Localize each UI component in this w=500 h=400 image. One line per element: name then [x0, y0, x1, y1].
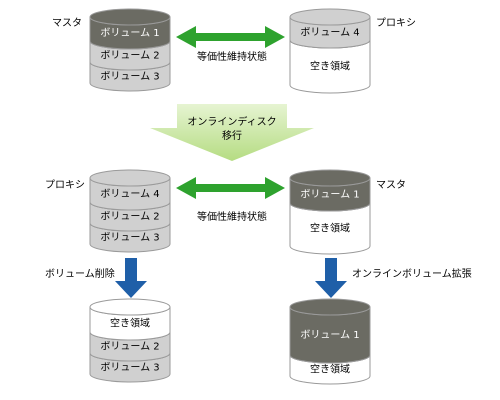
middle-right-role-label: マスタ [376, 179, 406, 191]
middle-left-disk-label-3: ボリューム 3 [100, 232, 159, 244]
middle-right-disk-label-1: ボリューム 1 [300, 189, 359, 201]
right-action-label: オンラインボリューム拡張 [352, 267, 472, 280]
bottom-left-disk-label-2: ボリューム 2 [100, 341, 159, 353]
middle-right-disk: 空き領域 ボリューム 1 [289, 169, 371, 255]
top-left-disk-label-1: ボリューム 1 [100, 27, 159, 39]
top-right-disk: 空き領域 ボリューム 4 [289, 8, 371, 94]
bottom-right-disk-label-1: ボリューム 1 [300, 329, 359, 341]
top-left-disk-section-1-top [89, 8, 171, 26]
top-sync-label: 等価性維持状態 [197, 50, 267, 63]
middle-left-disk-section-1-top [89, 169, 171, 187]
top-right-disk-section-1-top [289, 8, 371, 26]
middle-right-disk-section-1-top [289, 169, 371, 187]
migration-label-line2: 移行 [222, 129, 242, 142]
bottom-right-disk-label-2: 空き領域 [310, 363, 350, 376]
right-down-arrow [315, 258, 347, 298]
left-down-arrow [115, 258, 147, 298]
top-right-disk-label-1: ボリューム 4 [300, 27, 359, 39]
bottom-left-disk-section-1-top [89, 298, 171, 316]
middle-sync-label: 等価性維持状態 [197, 210, 267, 223]
left-action-label: ボリューム削除 [45, 267, 115, 280]
top-sync-arrow [176, 26, 285, 48]
top-left-role-label: マスタ [52, 17, 82, 29]
middle-left-role-label: プロキシ [45, 179, 85, 191]
bottom-left-disk-label-3: ボリューム 3 [100, 362, 159, 374]
bottom-left-disk-label-1: 空き領域 [110, 317, 150, 330]
top-right-disk-label-2: 空き領域 [310, 60, 350, 73]
bottom-right-disk: 空き領域 ボリューム 1 [289, 298, 371, 385]
migration-arrow [150, 104, 314, 161]
migration-label-line1: オンラインディスク [187, 115, 276, 128]
top-right-role-label: プロキシ [376, 17, 416, 29]
middle-left-disk-label-2: ボリューム 2 [100, 211, 159, 223]
middle-left-disk: ボリューム 3 ボリューム 2 ボリューム 4 [89, 169, 171, 253]
top-left-disk: ボリューム 3 ボリューム 2 ボリューム 1 [89, 8, 171, 92]
bottom-left-disk: ボリューム 3 ボリューム 2 空き領域 [89, 298, 171, 383]
bottom-right-disk-section-1-top [289, 298, 371, 316]
top-left-disk-label-2: ボリューム 2 [100, 50, 159, 62]
middle-right-disk-label-2: 空き領域 [310, 222, 350, 235]
top-left-disk-label-3: ボリューム 3 [100, 71, 159, 83]
middle-left-disk-label-1: ボリューム 4 [100, 188, 159, 200]
middle-sync-arrow [176, 177, 285, 199]
